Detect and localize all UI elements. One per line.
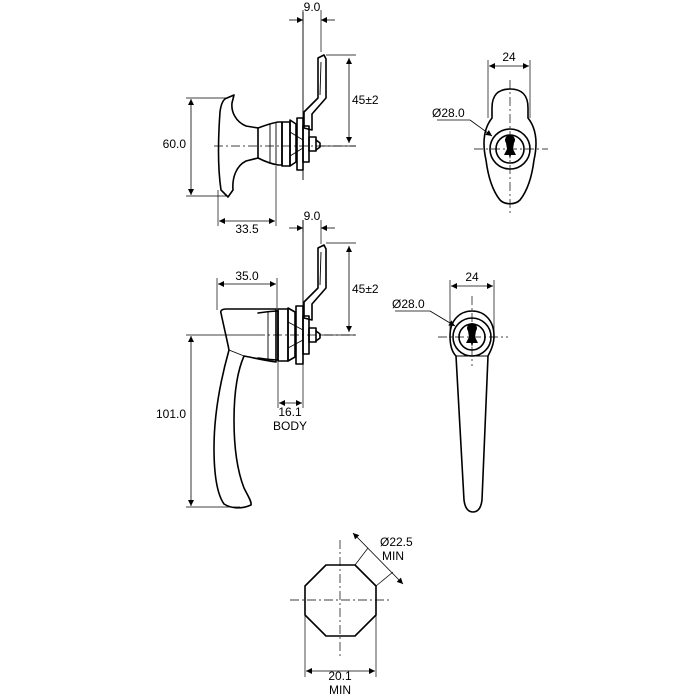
t-front-width-label: 24 [502, 50, 516, 64]
cutout-octagon [304, 564, 377, 637]
cutout-diameter-note: MIN [382, 549, 404, 563]
t-cam-height-label: 45±2 [352, 93, 379, 107]
l-offset-label: 9.0 [304, 209, 321, 223]
l-handle-depth-label: 35.0 [235, 269, 259, 283]
l-body-length-label: 16.1 [278, 405, 302, 419]
key-icon [504, 135, 516, 159]
t-lock-body [281, 121, 291, 167]
t-front-diameter-label: Ø28.0 [432, 106, 465, 120]
t-cam [303, 54, 327, 131]
l-cam [303, 244, 327, 321]
l-front-width-label: 24 [465, 270, 479, 284]
l-handle-side-view: 9.0 45±2 35.0 16.1 BODY 101.0 [156, 209, 379, 509]
l-handle-front-view: 24 Ø28.0 [392, 270, 508, 513]
t-handle-side-view: 9.0 45±2 60.0 33.5 [163, 0, 379, 236]
l-nut [287, 307, 296, 362]
cutout-diameter-label: Ø22.5 [380, 535, 413, 549]
t-nut [289, 119, 297, 167]
t-handle-depth-label: 33.5 [235, 222, 259, 236]
t-handle-grip [217, 94, 259, 198]
t-handle-front-view: 24 Ø28.0 [432, 50, 548, 214]
cutout-flat-label: 20.1 [328, 669, 352, 683]
l-body-word-label: BODY [273, 419, 307, 433]
panel-cutout-view: Ø22.5 MIN 20.1 MIN [290, 532, 413, 697]
t-handle-height-label: 60.0 [163, 137, 187, 151]
l-cam-height-label: 45±2 [352, 282, 379, 296]
l-handle-length-label: 101.0 [156, 407, 186, 421]
t-shaft [308, 136, 317, 152]
l-front-diameter-label: Ø28.0 [392, 297, 425, 311]
l-handle-lever [213, 308, 277, 509]
cutout-flat-note: MIN [329, 683, 351, 697]
l-front-outline [449, 310, 495, 513]
t-offset-label: 9.0 [304, 0, 321, 14]
